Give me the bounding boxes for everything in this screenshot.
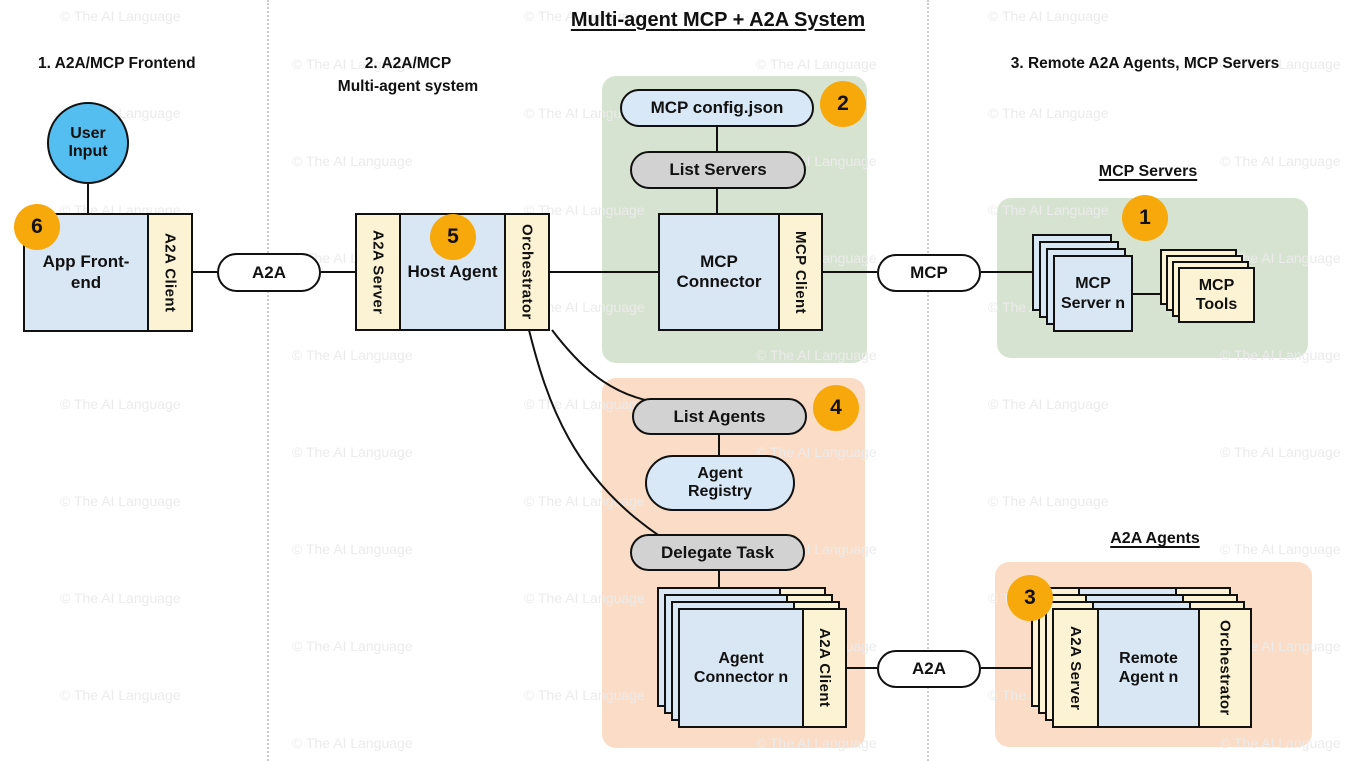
section-header-system: 2. A2A/MCP Multi-agent system — [308, 52, 508, 98]
mcp-connector-core: MCP Connector — [660, 215, 778, 329]
mcp-protocol-pill: MCP — [877, 254, 981, 292]
section-header-system-line2: Multi-agent system — [337, 78, 479, 95]
host-agent-label: Host Agent — [407, 261, 498, 281]
watermark-text: © The AI Language — [1220, 541, 1341, 557]
watermark-text: © The AI Language — [524, 590, 645, 606]
watermark-text: © The AI Language — [524, 8, 645, 24]
agent-connector-core: Agent Connector n — [680, 610, 802, 726]
watermark-text: © The AI Language — [60, 493, 181, 509]
watermark-text: © The AI Language — [1220, 153, 1341, 169]
watermark-text: © The AI Language — [292, 56, 413, 72]
app-frontend-label: App Front-end — [42, 252, 130, 292]
user-input-node: User Input — [47, 102, 129, 184]
watermark-text: © The AI Language — [292, 153, 413, 169]
watermark-text: © The AI Language — [60, 396, 181, 412]
watermark-text: © The AI Language — [524, 202, 645, 218]
badge-1: 1 — [1122, 195, 1168, 241]
watermark-text: © The AI Language — [1220, 56, 1341, 72]
badge-3: 3 — [1007, 575, 1053, 621]
curve-orchestrator-to-list-agents — [551, 329, 651, 402]
agent-registry-pill: Agent Registry — [645, 455, 795, 511]
agent-connector-label: Agent Connector n — [693, 649, 789, 686]
orchestrator-label: Orchestrator — [518, 224, 536, 320]
delegate-task-pill: Delegate Task — [630, 534, 805, 571]
mcp-servers-header: MCP Servers — [1098, 163, 1198, 180]
mcp-server-core: MCP Server n — [1055, 257, 1131, 330]
watermark-text: © The AI Language — [60, 8, 181, 24]
watermark-text: © The AI Language — [1220, 347, 1341, 363]
mcp-tools-card: MCP Tools — [1178, 267, 1255, 323]
a2a-client-label-2: A2A Client — [816, 628, 833, 708]
watermark-text: © The AI Language — [756, 56, 877, 72]
a2a-server-label: A2A Server — [369, 229, 387, 315]
orchestrator-label-2: Orchestrator — [1216, 620, 1234, 716]
agent-connector-card: Agent Connector n A2A Client — [678, 608, 847, 728]
a2a-server-strip-2: A2A Server — [1054, 610, 1099, 726]
a2a-agents-header: A2A Agents — [1110, 530, 1200, 547]
a2a-protocol-pill-top: A2A — [217, 253, 321, 292]
mcp-tools-core: MCP Tools — [1180, 269, 1253, 321]
a2a-client-label: A2A Client — [161, 232, 179, 313]
watermark-text: © The AI Language — [60, 590, 181, 606]
watermark-text: © The AI Language — [988, 202, 1109, 218]
mcp-client-label: MCP Client — [792, 230, 809, 314]
watermark-text: © The AI Language — [1220, 250, 1341, 266]
section-divider-2 — [927, 0, 929, 761]
watermark-text: © The AI Language — [756, 347, 877, 363]
badge-4: 4 — [813, 385, 859, 431]
a2a-protocol-pill-bottom: A2A — [877, 650, 981, 688]
watermark-text: © The AI Language — [988, 493, 1109, 509]
mcp-tools-label: MCP Tools — [1195, 276, 1238, 313]
orchestrator-strip-2: Orchestrator — [1198, 610, 1250, 726]
section-divider-1 — [267, 0, 269, 761]
watermark-text: © The AI Language — [292, 638, 413, 654]
agent-registry-label: Agent Registry — [687, 464, 753, 500]
list-agents-pill: List Agents — [632, 398, 807, 435]
watermark-text: © The AI Language — [292, 444, 413, 460]
mcp-config-pill: MCP config.json — [620, 89, 814, 127]
badge-5: 5 — [430, 214, 476, 260]
a2a-client-strip-2: A2A Client — [802, 610, 845, 726]
mcp-connector-box: MCP Connector MCP Client — [658, 213, 823, 331]
remote-agent-core: Remote Agent n — [1099, 610, 1198, 726]
remote-agent-card: A2A Server Remote Agent n Orchestrator — [1052, 608, 1252, 728]
section-header-system-line1: 2. A2A/MCP — [364, 55, 452, 72]
curve-orchestrator-to-delegate-task — [528, 329, 662, 538]
watermark-text: © The AI Language — [524, 105, 645, 121]
watermark-text: © The AI Language — [524, 493, 645, 509]
mcp-server-card: MCP Server n — [1053, 255, 1133, 332]
orchestrator-strip: Orchestrator — [504, 215, 548, 329]
section-header-frontend: 1. A2A/MCP Frontend — [38, 55, 196, 72]
remote-agent-label: Remote Agent n — [1118, 649, 1179, 686]
watermark-text: © The AI Language — [292, 541, 413, 557]
user-input-label: User Input — [68, 124, 108, 160]
mcp-client-strip: MCP Client — [778, 215, 821, 329]
list-servers-pill: List Servers — [630, 151, 806, 189]
watermark-text: © The AI Language — [756, 444, 877, 460]
watermark-text: © The AI Language — [1220, 735, 1341, 751]
badge-2: 2 — [820, 81, 866, 127]
diagram-title: Multi-agent MCP + A2A System — [570, 9, 866, 31]
section-header-remote: 3. Remote A2A Agents, MCP Servers — [1010, 55, 1280, 72]
watermark-text: © The AI Language — [524, 687, 645, 703]
watermark-text: © The AI Language — [988, 396, 1109, 412]
watermark-text: © The AI Language — [60, 687, 181, 703]
a2a-server-strip: A2A Server — [357, 215, 401, 329]
watermark-text: © The AI Language — [988, 8, 1109, 24]
badge-6: 6 — [14, 204, 60, 250]
watermark-text: © The AI Language — [524, 299, 645, 315]
watermark-text: © The AI Language — [292, 347, 413, 363]
watermark-text: © The AI Language — [292, 735, 413, 751]
mcp-server-label: MCP Server n — [1060, 275, 1126, 312]
a2a-client-strip: A2A Client — [147, 215, 191, 330]
watermark-text: © The AI Language — [988, 105, 1109, 121]
watermark-text: © The AI Language — [756, 735, 877, 751]
watermark-text: © The AI Language — [1220, 444, 1341, 460]
a2a-server-label-2: A2A Server — [1067, 625, 1084, 711]
mcp-connector-label: MCP Connector — [676, 251, 762, 291]
